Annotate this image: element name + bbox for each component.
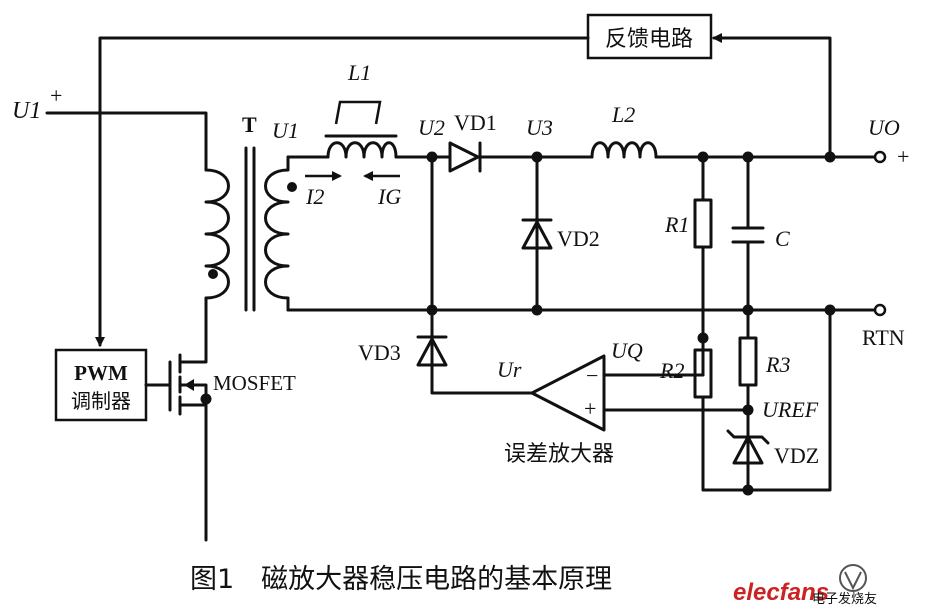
vd1-label: VD1 (454, 110, 497, 135)
ig-label: IG (377, 184, 401, 209)
l2-winding (590, 141, 658, 159)
rtn-label: RTN (862, 325, 905, 350)
output-terminal-rtn (873, 303, 887, 317)
l2-label: L2 (611, 102, 635, 127)
vd2-diode (521, 218, 553, 250)
u1-input-label: U1 (12, 98, 41, 124)
error-amp-label: 误差放大器 (504, 442, 614, 467)
l1-winding (326, 141, 398, 159)
r3-label: R3 (765, 352, 790, 377)
l1-label: L1 (347, 60, 371, 85)
secondary-winding (264, 155, 290, 312)
uo-label: UO (868, 115, 900, 140)
uref-label: UREF (762, 397, 819, 422)
vdz-label: VDZ (774, 443, 819, 468)
ur-label: Ur (497, 357, 522, 382)
feedback-circuit: 反馈电路 (586, 13, 713, 60)
r1-resistor (693, 198, 713, 249)
vd3-diode (416, 335, 448, 367)
figure-caption: 图1 磁放大器稳压电路的基本原理 (190, 564, 612, 595)
vd3-wire (430, 155, 534, 395)
amp-minus-sign: − (586, 363, 598, 388)
pwm-modulator-label: 调制器 (71, 389, 131, 413)
r1-label: R1 (664, 212, 689, 237)
mosfet-label: MOSFET (213, 371, 296, 395)
secondary-dot (287, 182, 297, 192)
feedback-wire-to-pwm (95, 36, 590, 347)
vd1-diode (448, 141, 482, 173)
watermark-site: 电子发烧友 (812, 591, 877, 607)
junction-dots (200, 151, 836, 496)
input-wire (45, 111, 208, 172)
u1-plus-sign: + (50, 83, 62, 108)
watermark: elecfans 电子发烧友 (733, 564, 877, 607)
mosfet-symbol (144, 353, 208, 542)
vd3-label: VD3 (358, 340, 401, 365)
c-label: C (775, 226, 790, 251)
pwm-label: PWM (74, 361, 128, 385)
watermark-brand: elecfans (733, 579, 829, 606)
r2-label: R2 (659, 358, 684, 383)
primary-winding (204, 168, 230, 300)
vdz-zener (726, 429, 770, 465)
uq-label: UQ (611, 338, 643, 363)
vd2-label: VD2 (557, 226, 600, 251)
output-terminal-plus (873, 150, 887, 164)
r2-wire (701, 308, 832, 492)
watermark-logo-icon (839, 564, 867, 592)
transformer-label: T (242, 112, 257, 137)
amp-plus-sign: + (584, 396, 596, 421)
uo-plus-sign: + (897, 144, 909, 169)
u1-secondary-label: U1 (272, 118, 299, 143)
u3-label: U3 (526, 115, 553, 140)
l1-saturation-symbol (334, 100, 382, 125)
error-amplifier (530, 354, 606, 432)
u2-label: U2 (418, 115, 445, 140)
i2-label: I2 (305, 184, 324, 209)
feedback-wire-to-box (712, 33, 832, 159)
r3-resistor (738, 336, 758, 387)
primary-dot (208, 269, 218, 279)
feedback-label: 反馈电路 (605, 27, 693, 52)
